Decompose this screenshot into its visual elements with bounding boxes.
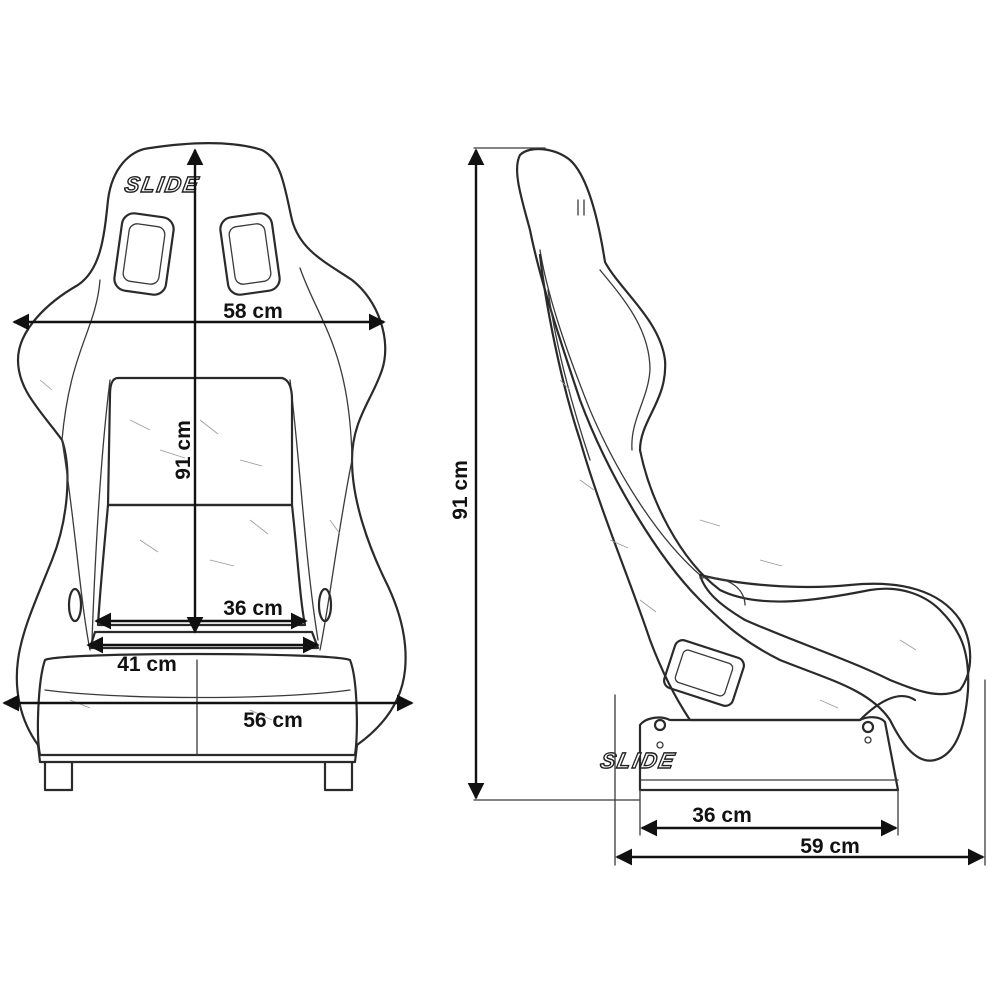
front-right-foot <box>323 760 354 792</box>
base-width-label: 56 cm <box>243 709 303 732</box>
side-lower-shell <box>538 253 917 722</box>
side-dimensions: 91 cm 36 cm 59 cm <box>449 147 986 866</box>
base-depth-label: 36 cm <box>692 804 752 827</box>
front-height-label: 91 cm <box>172 420 195 480</box>
back-cushion <box>106 376 294 507</box>
left-harness-slot <box>113 212 175 296</box>
front-logo-text: SLIDE <box>123 172 202 197</box>
side-logo-text: SLIDE <box>598 748 678 773</box>
seat-front-bolster <box>36 652 358 757</box>
side-slot <box>663 639 745 707</box>
inner-seat-width-label: 36 cm <box>223 597 283 620</box>
side-height-label: 91 cm <box>449 460 472 520</box>
front-seat-shell <box>15 141 407 764</box>
total-depth-label: 59 cm <box>800 835 860 858</box>
front-dimensions: 58 cm 91 cm 36 cm 41 cm 56 cm <box>2 148 414 732</box>
side-seat-shell <box>516 147 970 762</box>
seat-width-label: 41 cm <box>117 653 177 676</box>
front-left-foot <box>43 760 74 792</box>
side-mount-bracket <box>638 716 900 792</box>
right-harness-slot <box>219 212 281 296</box>
shoulder-width-label: 58 cm <box>223 300 283 323</box>
front-view-seat: SLIDE <box>15 141 407 792</box>
side-view-seat: SLIDE <box>516 147 972 792</box>
side-seat-cushion <box>698 573 972 696</box>
